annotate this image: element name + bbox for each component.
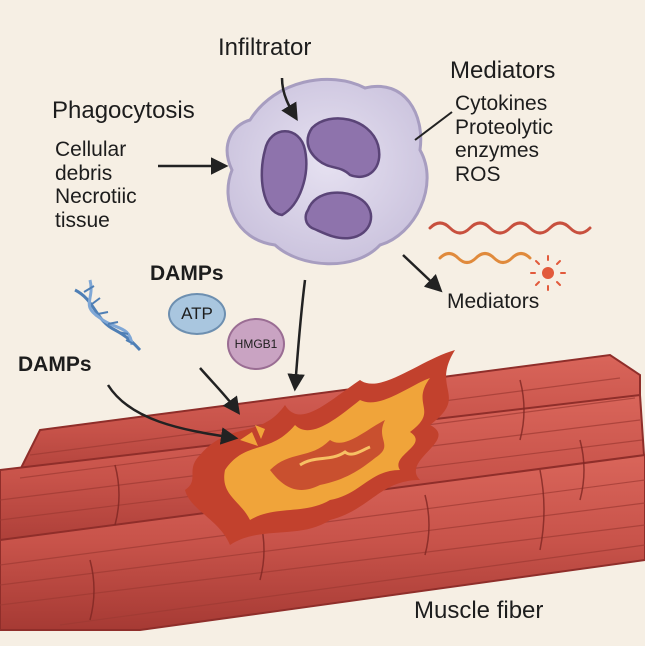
damps-top-label: DAMPs [150,262,224,285]
arrow-infiltrator-label [280,77,298,122]
cell-nucleus [260,117,381,240]
mediators-list: Cytokines Proteolytic enzymes ROS [455,92,553,186]
infiltrator-cell [225,77,429,266]
arrow-mediators-out [402,254,443,293]
mediator-wave-icons [428,221,592,291]
tissue-damage-area [185,350,455,545]
arrow-damps-left [106,384,239,445]
infiltrator-label: Infiltrator [218,34,312,61]
damps-left-label: DAMPs [18,353,92,376]
phagocytosis-list: Cellular debris Necrotiic tissue [55,138,137,232]
ros-burst-icon [530,255,566,291]
atp-label: ATP [181,304,213,323]
arrow-damps-top [199,367,241,415]
hmgb1-label: HMGB1 [234,337,278,351]
phagocytosis-title: Phagocytosis [52,97,195,124]
mediators-bottom-label: Mediators [447,290,540,313]
atp-molecule: ATP [168,293,226,335]
phagocytosis-item: debris [55,161,113,185]
mediators-item: enzymes [455,139,540,163]
arrow-cell-to-muscle [287,279,307,392]
phagocytosis-item: Cellular [55,138,127,161]
mediators-item: Proteolytic [455,115,554,139]
muscle-fiber-label: Muscle fiber [414,597,544,624]
dna-helix-icon [74,279,142,352]
mediators-title: Mediators [450,57,556,84]
phagocytosis-item: Necrotiic [55,185,137,209]
connector-line-mediators [414,111,453,141]
mediators-item: Cytokines [455,92,548,115]
muscle-fiber [0,453,645,631]
hmgb1-molecule: HMGB1 [227,318,285,370]
mediators-item: ROS [455,162,501,186]
phagocytosis-item: tissue [55,208,110,232]
arrows [106,77,443,445]
